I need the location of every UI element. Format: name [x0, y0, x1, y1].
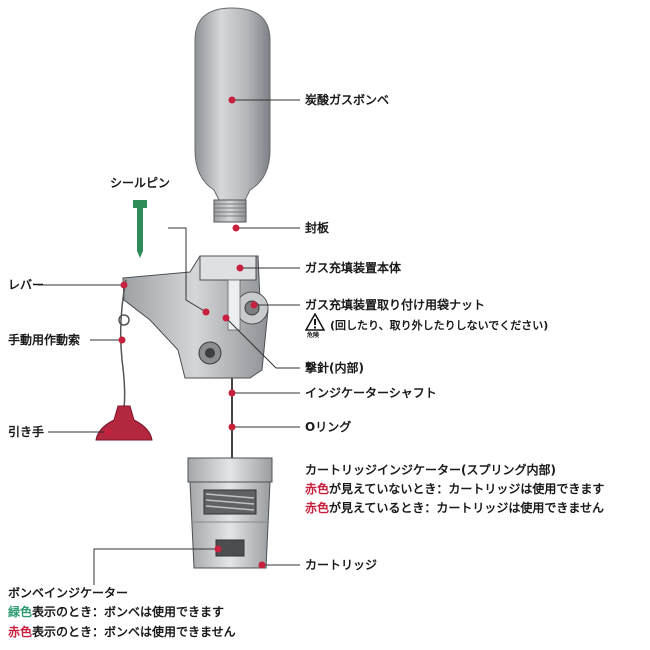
- lever-label: レバー: [8, 278, 45, 292]
- cartridge-indicator-title: カートリッジインジケーター(スプリング内部): [305, 463, 556, 477]
- indicator-shaft-label: インジケーターシャフト: [305, 386, 437, 400]
- warning-icon: 危険: [304, 312, 326, 339]
- cartridge-label: カートリッジ: [305, 558, 378, 572]
- red-text: 表示のとき：ボンベは使用できません: [32, 625, 236, 639]
- red-color-word: 赤色: [8, 625, 33, 639]
- manual-cord-label: 手動用作動索: [8, 333, 81, 347]
- red-color-word: 赤色: [305, 482, 330, 496]
- seal-plate-label: 封板: [305, 221, 330, 235]
- cylinder-indicator-ng-line: 赤色表示のとき：ボンベは使用できません: [8, 624, 236, 640]
- pull-handle-label: 引き手: [8, 425, 45, 439]
- green-color-word: 緑色: [8, 605, 33, 619]
- cylinder-indicator-ok-line: 緑色表示のとき：ボンベは使用できます: [8, 604, 224, 620]
- callout-dots: [104, 96, 266, 569]
- warning-note: (回したり、取り外したりしないでください): [330, 319, 549, 332]
- co2-cylinder: [194, 7, 271, 223]
- pull-handle: [95, 405, 153, 441]
- green-text: 表示のとき：ボンベは使用できます: [32, 605, 225, 619]
- inflator-body: [122, 255, 269, 379]
- body-label: ガス充填装置本体: [305, 261, 402, 275]
- cartridge: [187, 457, 273, 569]
- co2-cylinder-label: 炭酸ガスボンベ: [305, 93, 390, 107]
- leader-lines: [38, 99, 300, 585]
- manual-cord: [118, 279, 130, 409]
- bag-nut-label: ガス充填装置取り付け用袋ナット: [305, 298, 486, 312]
- red-color-word: 赤色: [305, 501, 330, 515]
- cartridge-indicator-ok-line: 赤色が見えていないとき：カートリッジは使用できます: [305, 481, 604, 497]
- cylinder-indicator-title: ボンベインジケーター: [8, 586, 129, 600]
- red-hidden-text: が見えていないとき：カートリッジは使用できます: [329, 482, 605, 496]
- red-visible-text: が見えているとき：カートリッジは使用できません: [329, 501, 605, 515]
- cartridge-indicator-ng-line: 赤色が見えているとき：カートリッジは使用できません: [305, 500, 604, 516]
- firing-pin-label: 撃針(内部): [305, 361, 364, 375]
- seal-pin: [133, 200, 147, 258]
- o-ring-label: Oリング: [305, 420, 352, 434]
- warning-icon-label: 危険: [307, 332, 320, 339]
- seal-pin-label: シールピン: [110, 176, 171, 190]
